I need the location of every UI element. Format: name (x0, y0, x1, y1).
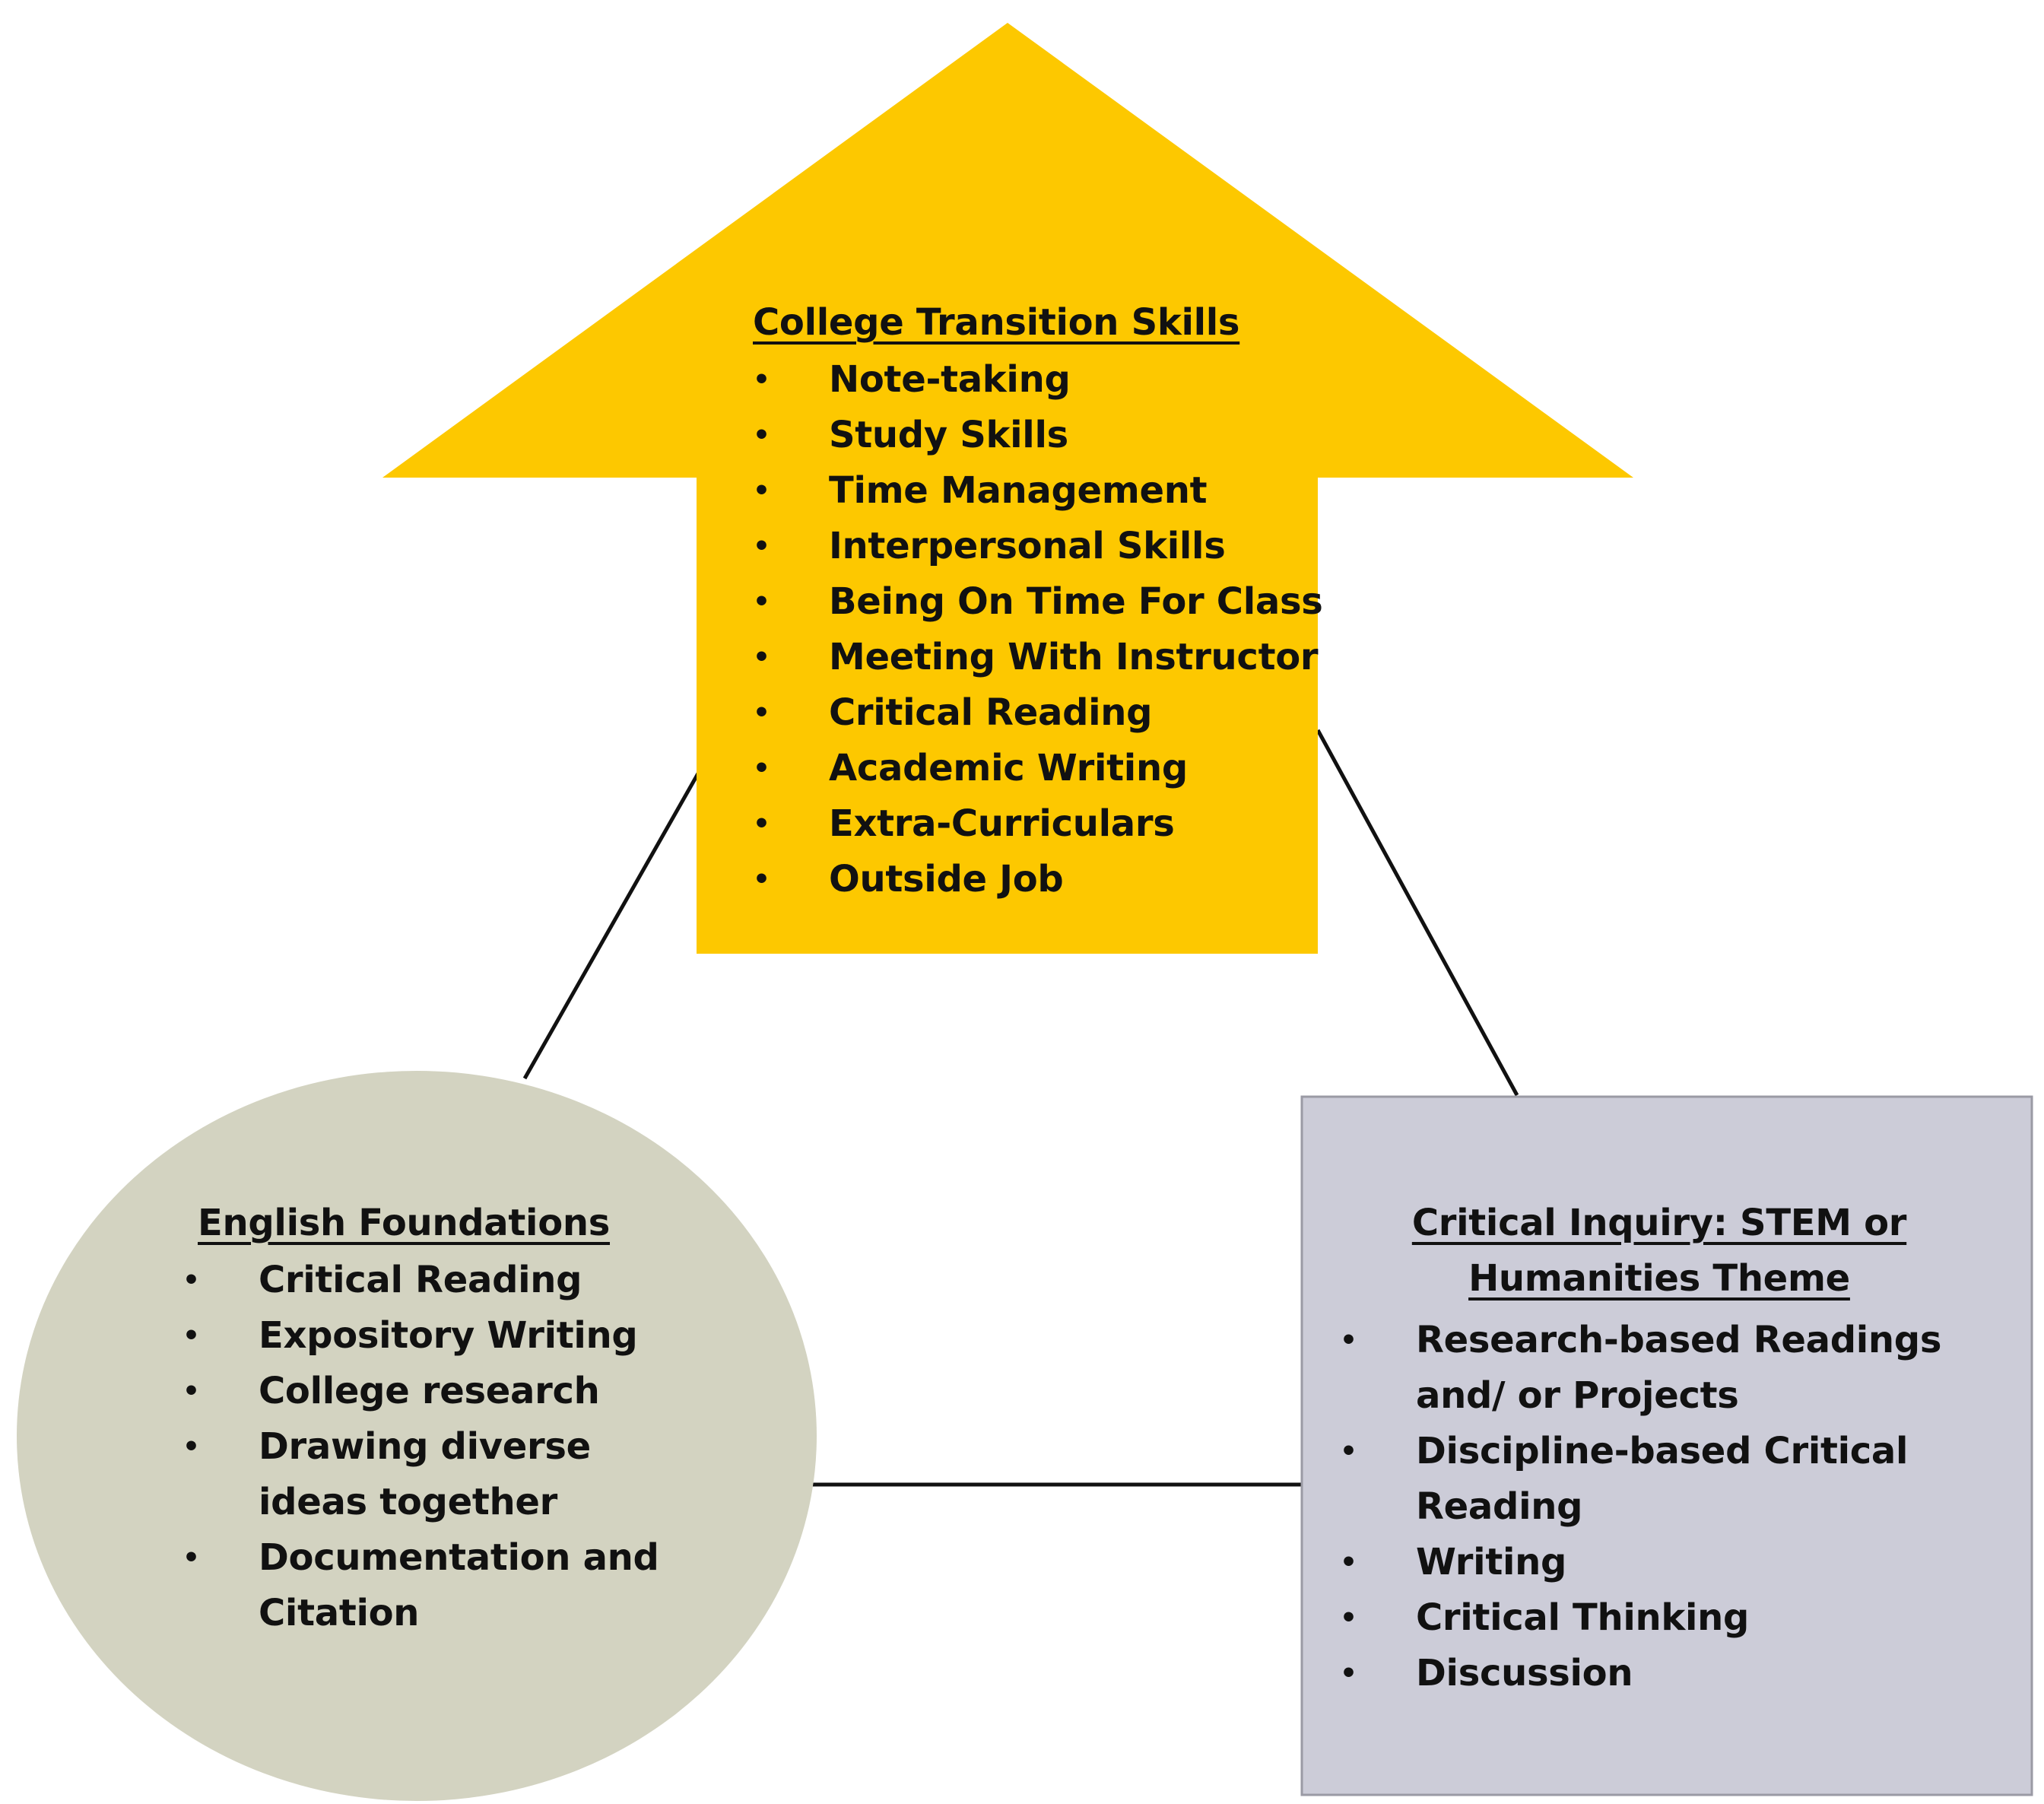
list-item: Critical Thinking (1309, 1590, 2009, 1646)
list-item: Time Management (722, 463, 1331, 519)
list-item: Discussion (1309, 1646, 2009, 1701)
list-item: Documentation and Citation (152, 1530, 700, 1641)
college-transition-list: Note-taking Study Skills Time Management… (722, 352, 1331, 907)
list-item: College research (152, 1364, 700, 1419)
critical-inquiry-list: Research-based Readings and/ or Projects… (1309, 1313, 2009, 1701)
english-foundations-heading: English Foundations (198, 1202, 611, 1244)
list-item: Meeting With Instructor (722, 630, 1331, 685)
list-item: Being On Time For Class (722, 574, 1331, 630)
list-item: Research-based Readings and/ or Projects (1309, 1313, 2009, 1424)
list-item: Writing (1309, 1535, 2009, 1590)
list-item: Interpersonal Skills (722, 519, 1331, 574)
list-item: Critical Reading (722, 685, 1331, 741)
list-item: Critical Reading (152, 1253, 700, 1308)
english-foundations-list: Critical Reading Expository Writing Coll… (152, 1253, 700, 1641)
list-item: Study Skills (722, 408, 1331, 463)
critical-inquiry-heading-line2: Humanities Theme (1468, 1257, 1850, 1300)
college-transition-block: College Transition Skills Note-taking St… (722, 295, 1331, 907)
english-foundations-block: English Foundations Critical Reading Exp… (152, 1196, 700, 1641)
list-item: Academic Writing (722, 741, 1331, 796)
list-item: Note-taking (722, 352, 1331, 408)
list-item: Drawing diverse ideas together (152, 1419, 700, 1530)
critical-inquiry-heading-line1: Critical Inquiry: STEM or (1411, 1202, 1907, 1244)
connector-arrow-to-box (1316, 729, 1519, 1097)
connector-arrow-to-circle (522, 767, 703, 1080)
list-item: Expository Writing (152, 1308, 700, 1364)
college-transition-heading: College Transition Skills (753, 301, 1240, 344)
list-item: Discipline-based Critical Reading (1309, 1424, 2009, 1535)
critical-inquiry-heading: Critical Inquiry: STEM or Humanities The… (1309, 1196, 2009, 1307)
critical-inquiry-block: Critical Inquiry: STEM or Humanities The… (1309, 1196, 2009, 1701)
list-item: Outside Job (722, 852, 1331, 907)
list-item: Extra-Curriculars (722, 796, 1331, 852)
